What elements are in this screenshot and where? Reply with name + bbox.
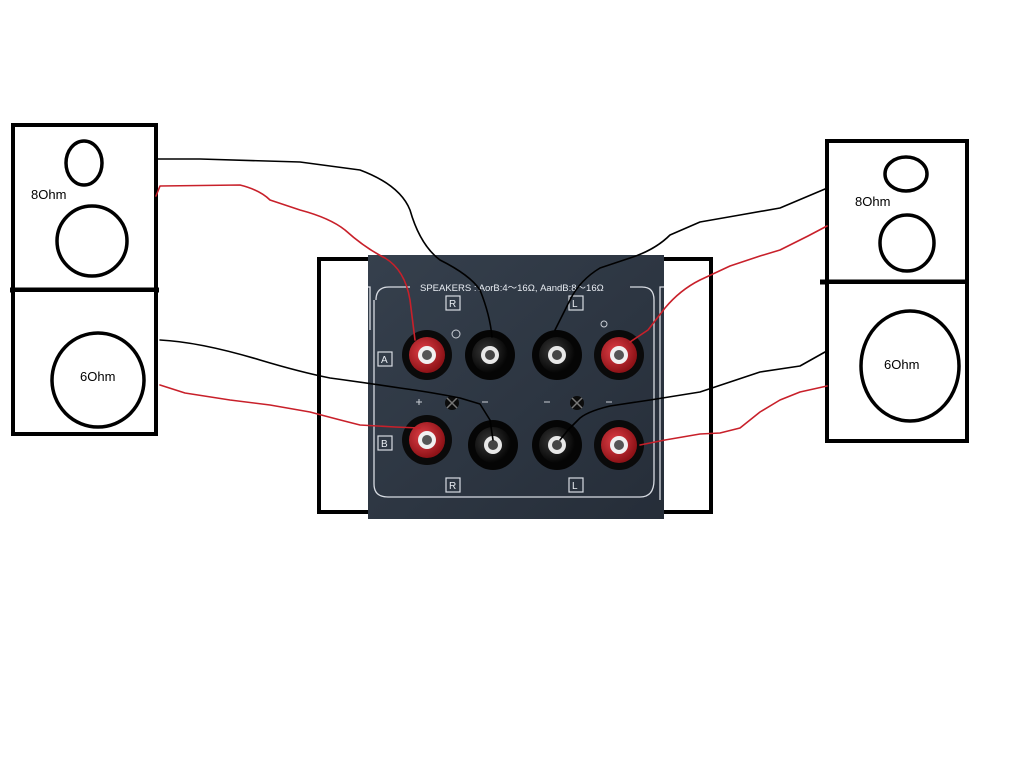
panel-frame-line-top-left bbox=[375, 286, 410, 301]
wire-left-bottom-negative bbox=[159, 339, 494, 441]
terminal-a-left-positive bbox=[594, 330, 644, 380]
woofer-icon bbox=[55, 204, 129, 278]
tweeter-icon bbox=[64, 139, 104, 187]
woofer-icon bbox=[50, 331, 146, 429]
row-label-a: A bbox=[381, 355, 388, 366]
channel-label-l-top: L bbox=[572, 299, 578, 310]
channel-label-l-bottom: L bbox=[572, 481, 578, 492]
row-box-a bbox=[377, 351, 393, 367]
left-speaker-8ohm: 8Ohm bbox=[11, 123, 158, 292]
panel-frame-edge-right bbox=[659, 286, 664, 500]
speaker-impedance-label: 8Ohm bbox=[31, 187, 66, 202]
terminal-a-right-negative bbox=[465, 330, 515, 380]
indicator-dot bbox=[600, 320, 608, 328]
wire-left-bottom-positive bbox=[159, 384, 421, 429]
terminal-b-right-negative bbox=[468, 420, 518, 470]
speaker-cabinet bbox=[825, 280, 969, 443]
screw-icon bbox=[445, 396, 459, 410]
speaker-impedance-label: 8Ohm bbox=[855, 194, 890, 209]
right-speaker-8ohm: 8Ohm bbox=[825, 139, 969, 284]
row-box-b bbox=[377, 435, 393, 451]
woofer-icon bbox=[878, 213, 936, 273]
wire-right-top-negative bbox=[554, 188, 826, 331]
panel-header-text: SPEAKERS : AorB:4～16Ω, AandB:8～16Ω bbox=[420, 283, 604, 294]
terminal-b-left-negative bbox=[532, 420, 582, 470]
channel-box-r-bottom bbox=[445, 477, 461, 493]
speaker-cabinet bbox=[11, 288, 158, 436]
panel-shading bbox=[368, 255, 664, 519]
wire-right-top-positive bbox=[629, 225, 828, 343]
panel-frame-edge-left bbox=[368, 286, 371, 330]
terminal-a-right-positive bbox=[402, 330, 452, 380]
indicator-dot bbox=[451, 329, 461, 339]
woofer-icon bbox=[859, 309, 961, 423]
terminal-b-left-positive bbox=[594, 420, 644, 470]
speaker-impedance-label: 6Ohm bbox=[80, 369, 115, 384]
channel-box-r-top bbox=[445, 295, 461, 311]
screw-icon bbox=[570, 396, 584, 410]
channel-label-r-bottom: R bbox=[449, 481, 456, 492]
wire-right-bottom-positive bbox=[639, 385, 828, 446]
channel-label-r-top: R bbox=[449, 299, 456, 310]
terminal-a-left-negative bbox=[532, 330, 582, 380]
wire-left-top-positive bbox=[155, 184, 416, 341]
row-label-b: B bbox=[381, 439, 388, 450]
speaker-cabinet bbox=[825, 139, 969, 284]
speaker-impedance-label: 6Ohm bbox=[884, 357, 919, 372]
tweeter-icon bbox=[883, 155, 929, 193]
wire-left-top-negative bbox=[155, 158, 493, 338]
speaker-terminal-panel: SPEAKERS : AorB:4～16Ω, AandB:8～16Ω R L A… bbox=[368, 255, 664, 519]
panel-frame-line bbox=[373, 286, 655, 498]
wires bbox=[155, 158, 828, 446]
terminal-b-right-positive bbox=[402, 415, 452, 465]
right-speaker-6ohm: 6Ohm bbox=[825, 280, 969, 443]
wire-right-bottom-negative bbox=[559, 351, 826, 441]
left-speaker-6ohm: 6Ohm bbox=[11, 288, 158, 436]
channel-box-l-bottom bbox=[568, 477, 584, 493]
